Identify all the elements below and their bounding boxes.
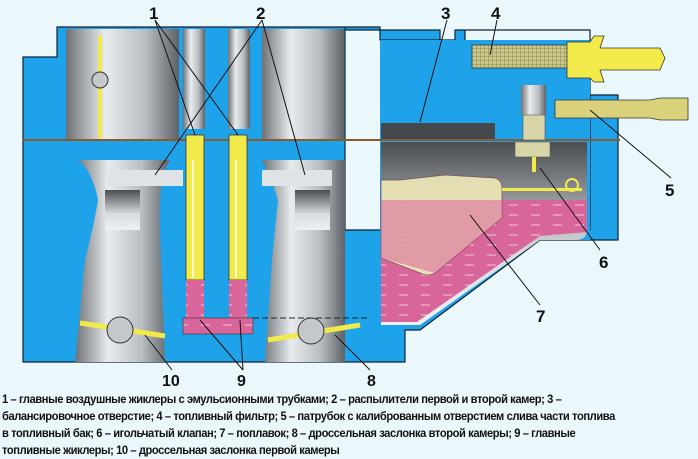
legend-caption: 1 – главные воздушные жиклеры с эмульсио… — [2, 391, 698, 459]
float-chamber — [380, 123, 587, 325]
first-chamber — [66, 29, 183, 362]
callout-7: 7 — [536, 307, 545, 326]
main-air-jets — [185, 134, 248, 281]
air-passage-right — [228, 29, 250, 129]
second-chamber — [262, 29, 345, 362]
callout-5: 5 — [665, 181, 674, 200]
throttle-valve-second — [267, 317, 361, 345]
callout-8: 8 — [367, 373, 376, 390]
choke-valve — [91, 36, 109, 138]
inlet-fitting — [566, 35, 666, 83]
callout-4: 4 — [491, 4, 501, 23]
callout-3: 3 — [441, 4, 450, 23]
callout-10: 10 — [162, 373, 180, 390]
callout-1: 1 — [149, 4, 158, 23]
caption-line: 1 – главные воздушные жиклеры с эмульсио… — [2, 392, 562, 406]
throttle-valve-first — [79, 316, 166, 344]
callout-9: 9 — [237, 373, 246, 390]
caption-line: балансировочное отверстие; 4 – топливный… — [2, 409, 615, 423]
caption-line: в топливный бак; 6 – игольчатый клапан; … — [2, 426, 576, 440]
return-tube — [554, 97, 689, 121]
air-passage-left — [183, 29, 205, 129]
caption-line: топливные жиклеры; 10 – дроссельная засл… — [2, 443, 340, 457]
callout-6: 6 — [599, 253, 608, 272]
leader-lines — [144, 19, 672, 371]
callout-2: 2 — [256, 4, 265, 23]
main-fuel-jets — [182, 280, 370, 335]
float-spring — [565, 178, 579, 192]
needle-valve — [514, 85, 551, 172]
